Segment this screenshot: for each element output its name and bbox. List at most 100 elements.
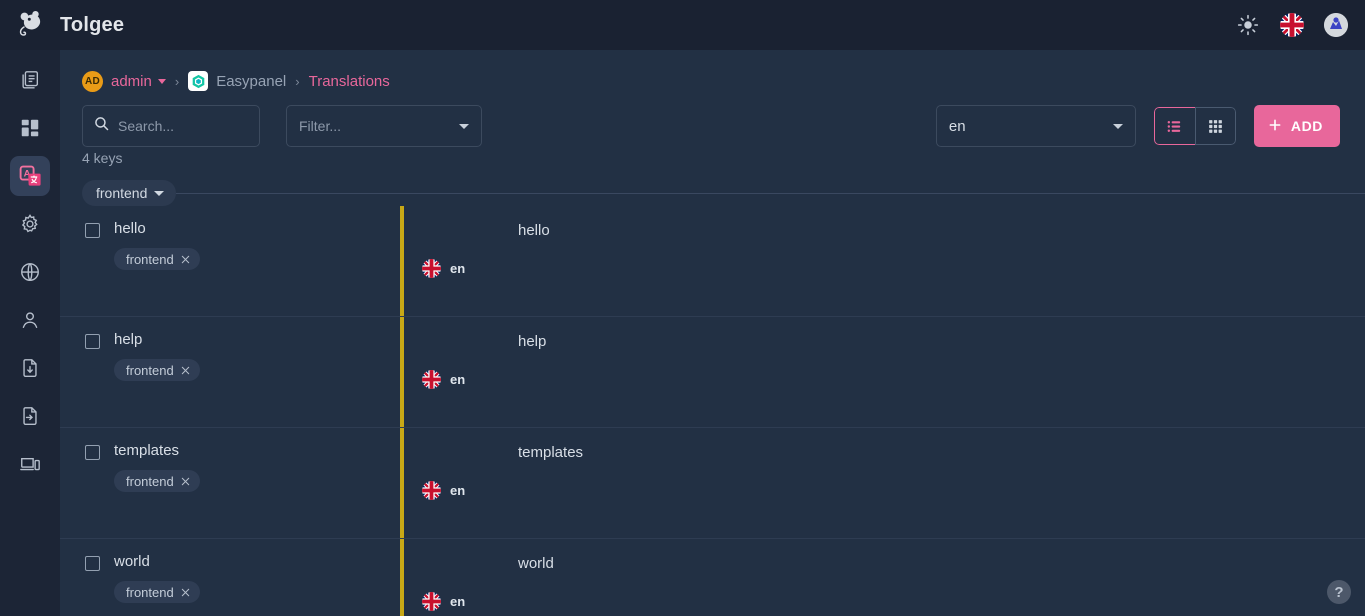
key-tag-label: frontend xyxy=(126,251,174,267)
grid-view-icon[interactable] xyxy=(1194,107,1236,145)
sidebar-item-projects[interactable] xyxy=(10,60,50,100)
table-row[interactable]: world frontend xyxy=(60,539,1365,616)
translations-toolbar: Filter... en xyxy=(60,98,1365,154)
breadcrumb-project-name[interactable]: Easypanel xyxy=(216,72,287,90)
chevron-down-icon[interactable] xyxy=(157,78,166,84)
translation-state-bar xyxy=(400,539,404,616)
filter-dropdown[interactable]: Filter... xyxy=(286,105,482,147)
language-indicator: en xyxy=(422,553,500,616)
namespace-row: frontend xyxy=(60,180,1365,206)
sidebar-item-export[interactable] xyxy=(10,348,50,388)
sidebar-item-dashboard[interactable] xyxy=(10,108,50,148)
translation-text[interactable]: hello xyxy=(518,222,550,239)
help-button[interactable]: ? xyxy=(1327,580,1351,604)
sidebar-item-import[interactable] xyxy=(10,396,50,436)
key-name: templates xyxy=(114,442,180,459)
key-tag-chip[interactable]: frontend xyxy=(114,470,200,492)
translation-text[interactable]: help xyxy=(518,333,547,350)
row-checkbox[interactable] xyxy=(85,556,100,571)
language-selected-label: en xyxy=(948,117,966,135)
namespace-label: frontend xyxy=(96,185,148,201)
close-icon[interactable] xyxy=(180,587,191,598)
sidebar-item-integrate[interactable] xyxy=(10,444,50,484)
key-name: help xyxy=(114,331,143,348)
add-key-button[interactable]: ADD xyxy=(1253,105,1340,147)
chevron-down-icon xyxy=(459,123,469,129)
search-input[interactable] xyxy=(118,118,238,134)
svg-text:A: A xyxy=(24,168,31,179)
language-code: en xyxy=(450,482,466,498)
key-tag-chip[interactable]: frontend xyxy=(114,248,200,270)
language-code: en xyxy=(450,371,466,387)
uk-flag-icon xyxy=(422,591,441,611)
plus-icon xyxy=(1267,117,1283,136)
sidebar-item-members[interactable] xyxy=(10,300,50,340)
breadcrumb-current-page: Translations xyxy=(308,72,390,90)
brand-logo-group[interactable]: Tolgee xyxy=(14,9,124,41)
key-name: hello xyxy=(114,220,146,237)
row-checkbox[interactable] xyxy=(85,445,100,460)
translations-list: hello frontend xyxy=(60,206,1365,616)
uk-flag-icon[interactable] xyxy=(1279,12,1305,38)
header-actions xyxy=(1235,12,1349,38)
sun-icon[interactable] xyxy=(1235,12,1261,38)
easypanel-hexagon-icon[interactable] xyxy=(188,71,209,91)
breadcrumb-user-avatar[interactable]: AD xyxy=(82,70,103,92)
translation-text[interactable]: world xyxy=(518,555,554,572)
key-tag-chip[interactable]: frontend xyxy=(114,581,200,603)
key-tag-label: frontend xyxy=(126,584,174,600)
sidebar-item-languages[interactable] xyxy=(10,252,50,292)
key-name: world xyxy=(114,553,150,570)
translation-state-bar xyxy=(400,206,404,316)
table-row[interactable]: templates frontend xyxy=(60,428,1365,539)
brand-title: Tolgee xyxy=(60,13,125,36)
row-checkbox[interactable] xyxy=(85,223,100,238)
close-icon[interactable] xyxy=(180,254,191,265)
chevron-down-icon xyxy=(1112,123,1123,129)
table-row[interactable]: help frontend xyxy=(60,317,1365,428)
translation-cell[interactable]: en help xyxy=(404,317,1365,427)
key-tag-label: frontend xyxy=(126,473,174,489)
row-checkbox[interactable] xyxy=(85,334,100,349)
namespace-chip[interactable]: frontend xyxy=(82,180,177,206)
key-cell: hello frontend xyxy=(60,206,400,316)
key-cell: templates frontend xyxy=(60,428,400,538)
close-icon[interactable] xyxy=(180,476,191,487)
language-indicator: en xyxy=(422,331,500,427)
view-mode-toggle-group xyxy=(1153,107,1236,145)
uk-flag-icon xyxy=(422,480,441,500)
breadcrumb-separator-2: › xyxy=(295,73,300,89)
translation-cell[interactable]: en templates xyxy=(404,428,1365,538)
language-indicator: en xyxy=(422,220,500,316)
add-key-label: ADD xyxy=(1290,118,1323,134)
translation-text[interactable]: templates xyxy=(518,444,584,461)
language-selector[interactable]: en xyxy=(935,105,1136,147)
list-view-icon[interactable] xyxy=(1153,107,1195,145)
key-tag-chip[interactable]: frontend xyxy=(114,359,200,381)
sidebar-item-settings[interactable] xyxy=(10,204,50,244)
search-icon xyxy=(93,115,110,137)
user-avatar-icon[interactable] xyxy=(1323,12,1349,38)
search-field[interactable] xyxy=(82,105,260,147)
chevron-down-icon xyxy=(154,190,165,196)
uk-flag-icon xyxy=(422,258,441,278)
breadcrumb-user-name[interactable]: admin xyxy=(111,72,152,90)
toolbar-right-group: en xyxy=(935,105,1340,147)
sidebar-item-translations[interactable]: A xyxy=(10,156,50,196)
breadcrumb: AD admin › Easypanel › Translations xyxy=(60,50,1365,98)
translation-cell[interactable]: en hello xyxy=(404,206,1365,316)
language-indicator: en xyxy=(422,442,500,538)
key-tag-label: frontend xyxy=(126,362,174,378)
breadcrumb-separator-1: › xyxy=(174,73,180,89)
namespace-divider xyxy=(176,192,1365,194)
key-cell: help frontend xyxy=(60,317,400,427)
table-row[interactable]: hello frontend xyxy=(60,206,1365,317)
translation-state-bar xyxy=(400,428,404,538)
app-header: Tolgee xyxy=(0,0,1365,50)
language-code: en xyxy=(450,260,466,276)
sidebar-rail: A xyxy=(0,50,60,616)
translation-state-bar xyxy=(400,317,404,427)
translation-cell[interactable]: en world xyxy=(404,539,1365,616)
filter-label: Filter... xyxy=(299,118,342,134)
close-icon[interactable] xyxy=(180,365,191,376)
